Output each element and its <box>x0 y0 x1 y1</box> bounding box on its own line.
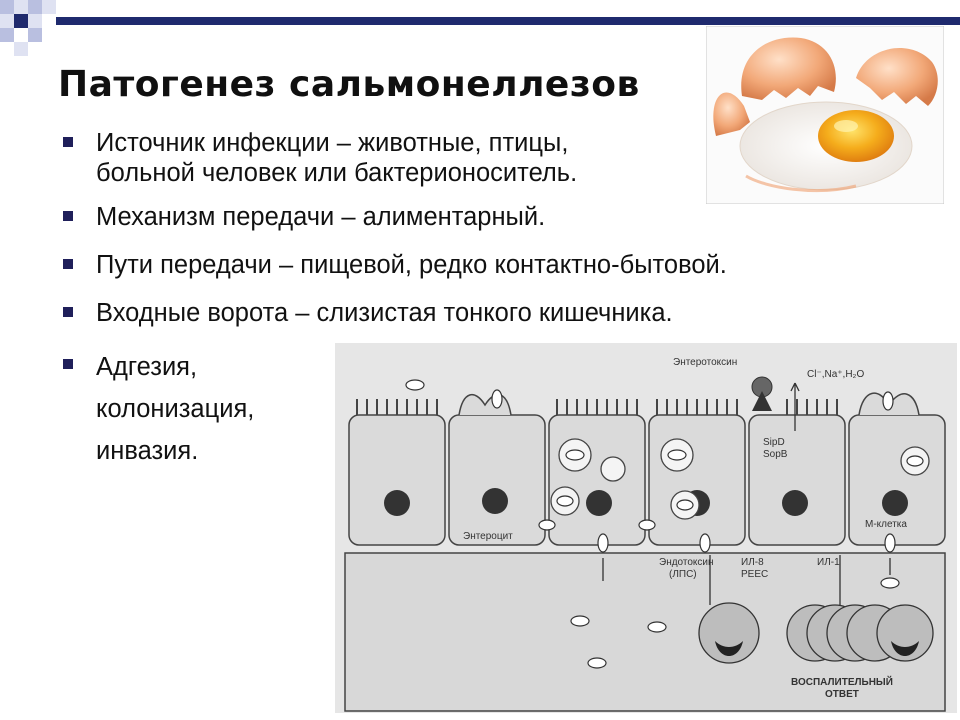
square-bullet-icon <box>63 259 73 269</box>
bullet-item: Пути передачи – пищевой, редко контактно… <box>60 250 940 280</box>
label-enterotoxin: Энтеротоксин <box>673 357 737 368</box>
label-sopb: SopB <box>763 449 788 460</box>
pathogenesis-diagram: Энтеротоксин Cl⁻,Na⁺,H₂O SipD SopB Энтер… <box>335 343 957 713</box>
square-bullet-icon <box>63 359 73 369</box>
square-bullet-icon <box>63 307 73 317</box>
slide-title: Патогенез сальмонеллезов <box>58 64 640 105</box>
label-pees: PEEC <box>741 569 768 580</box>
bullet-text: Входные ворота – слизистая тонкого кишеч… <box>96 299 673 327</box>
bullet-item: Адгезия, колонизация, инвазия. <box>60 346 940 472</box>
bullet-text: Адгезия, <box>96 353 198 381</box>
label-sipd: SipD <box>763 437 785 448</box>
bullet-item: Механизм передачи – алиментарный. <box>60 202 940 232</box>
label-endotoxin: Эндотоксин <box>659 557 714 568</box>
bullet-text: Источник инфекции – животные, птицы, <box>96 129 569 157</box>
broken-egg-image <box>706 26 944 204</box>
bullet-item: Источник инфекции – животные, птицы, бол… <box>60 128 940 188</box>
label-enterocyte: Энтероцит <box>463 531 513 542</box>
label-ions: Cl⁻,Na⁺,H₂O <box>807 369 864 380</box>
label-lps: (ЛПС) <box>669 569 697 580</box>
bullet-text: больной человек или бактерионоситель. <box>96 159 578 187</box>
label-mcell: М-клетка <box>865 519 907 530</box>
bullet-text: колонизация, <box>96 395 255 423</box>
square-bullet-icon <box>63 211 73 221</box>
label-inflammatory: ВОСПАЛИТЕЛЬНЫЙ <box>791 675 893 688</box>
label-il8: ИЛ-8 <box>741 557 764 568</box>
bullet-item: Входные ворота – слизистая тонкого кишеч… <box>60 298 940 328</box>
label-il1: ИЛ-1 <box>817 557 840 568</box>
label-response: ОТВЕТ <box>825 689 859 700</box>
bullet-text: инвазия. <box>96 437 199 465</box>
bullet-text: Пути передачи – пищевой, редко контактно… <box>96 251 727 279</box>
square-bullet-icon <box>63 137 73 147</box>
bullet-text: Механизм передачи – алиментарный. <box>96 203 546 231</box>
bullet-list: Источник инфекции – животные, птицы, бол… <box>60 128 940 472</box>
corner-decoration <box>0 0 960 56</box>
